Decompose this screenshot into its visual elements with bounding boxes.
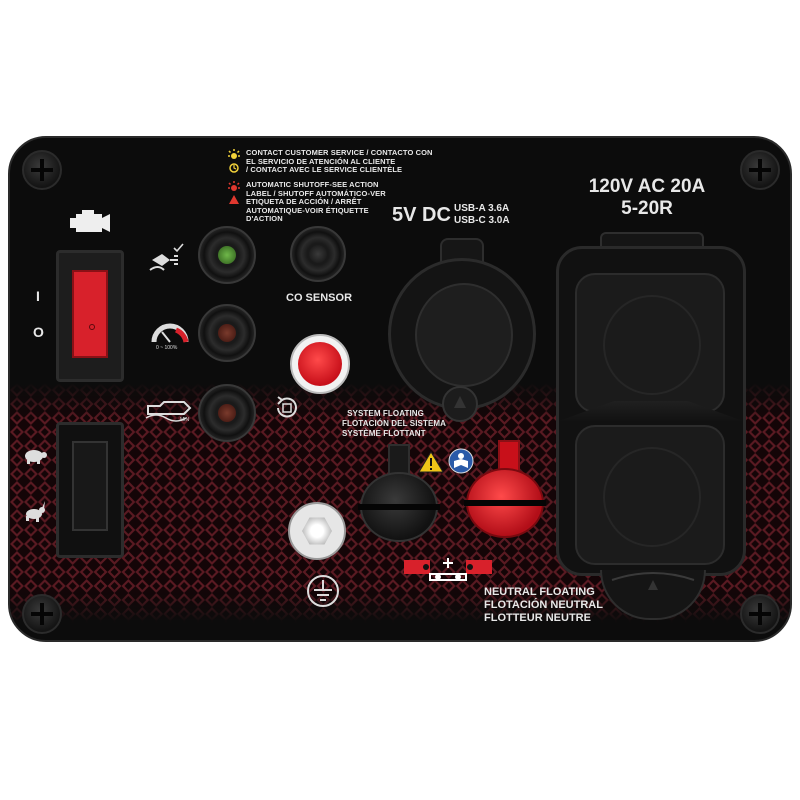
output-indicator-light <box>198 304 256 362</box>
legend-text-line: ETIQUETA DE ACCIÓN / ARRÊT <box>246 197 362 206</box>
overload-indicator-light <box>198 226 256 284</box>
usb-c-rating: USB-C 3.0A <box>454 215 510 226</box>
overload-plug-icon <box>149 243 184 271</box>
eco-rocker-switch[interactable] <box>72 441 108 531</box>
svg-text:MIN: MIN <box>180 417 190 422</box>
warning-icon <box>418 451 444 473</box>
generator-control-panel: I O CONTACT CUSTOMER SERVICE / CONTACTO … <box>8 136 792 642</box>
output-gauge-icon: 0 ~ 100% <box>151 323 189 350</box>
svg-text:0 ~ 100%: 0 ~ 100% <box>156 345 178 350</box>
legend-text-line: / CONTACT AVEC LE SERVICE CLIENTÈLE <box>246 165 403 174</box>
co-sensor-label: CO SENSOR <box>286 292 353 304</box>
ground-terminal[interactable] <box>288 502 346 560</box>
neutral-floating-text: FLOTTEUR NEUTRE <box>484 612 591 624</box>
ac-outlet-lower[interactable] <box>575 425 725 565</box>
turtle-icon <box>25 450 47 464</box>
usb-a-rating: USB-A 3.6A <box>454 203 510 214</box>
corner-screw <box>740 150 780 190</box>
engine-rocker-switch[interactable] <box>72 270 108 358</box>
system-floating-text: FLOTACIÓN DEL SISTEMA <box>342 419 447 428</box>
legend-text-line: LABEL / SHUTOFF AUTOMÁTICO-VER <box>246 188 386 198</box>
corner-screw <box>740 594 780 634</box>
rabbit-icon <box>26 501 45 522</box>
usb-cover-tab <box>442 386 478 422</box>
reset-icon <box>277 396 297 418</box>
eco-switch-frame <box>56 422 124 558</box>
read-manual-icon <box>448 448 474 474</box>
legend-text-line: CONTACT CUSTOMER SERVICE / CONTACTO CON <box>246 148 433 157</box>
reset-button[interactable] <box>290 334 350 394</box>
shutoff-led-icon <box>228 181 240 204</box>
legend-text-line: AUTOMATIC SHUTOFF-SEE ACTION <box>246 180 379 189</box>
corner-screw <box>22 150 62 190</box>
parallel-terminal-red[interactable] <box>464 468 546 538</box>
neutral-floating-text: FLOTACIÓN NEUTRAL <box>484 599 603 611</box>
low-oil-icon: MIN <box>145 401 192 422</box>
legend-text-line: AUTOMATIQUE-VOIR ÉTIQUETTE <box>246 205 369 215</box>
ac-receptacle-type: 5-20R <box>621 198 673 219</box>
ac-outlet-upper[interactable] <box>575 273 725 413</box>
ac-outlet-cover[interactable] <box>556 246 746 576</box>
parallel-connection-icon <box>404 558 492 581</box>
engine-icon <box>70 210 110 232</box>
dc-output-title: 5V DC <box>392 204 451 226</box>
ground-icon <box>307 575 339 607</box>
ac-output-title: 120V AC 20A <box>588 176 706 197</box>
legend-text-line: EL SERVICIO DE ATENCIÓN AL CLIENTE <box>246 156 396 166</box>
ac-cover-latch[interactable] <box>600 570 706 620</box>
switch-off-mark: O <box>33 324 44 340</box>
system-floating-text: SYSTEM FLOATING <box>347 409 424 418</box>
usb-port-cover[interactable] <box>388 258 536 410</box>
customer-service-led-icon <box>228 149 240 173</box>
parallel-terminal-black[interactable] <box>358 472 440 542</box>
neutral-floating-text: NEUTRAL FLOATING <box>484 586 595 598</box>
corner-screw <box>22 594 62 634</box>
engine-switch-frame <box>56 250 124 382</box>
switch-on-mark: I <box>36 288 40 304</box>
legend-text-line: D'ACTION <box>246 214 283 223</box>
low-oil-indicator-light <box>198 384 256 442</box>
co-sensor-indicator-light <box>290 226 346 282</box>
system-floating-text: SYSTÈME FLOTTANT <box>342 429 426 438</box>
